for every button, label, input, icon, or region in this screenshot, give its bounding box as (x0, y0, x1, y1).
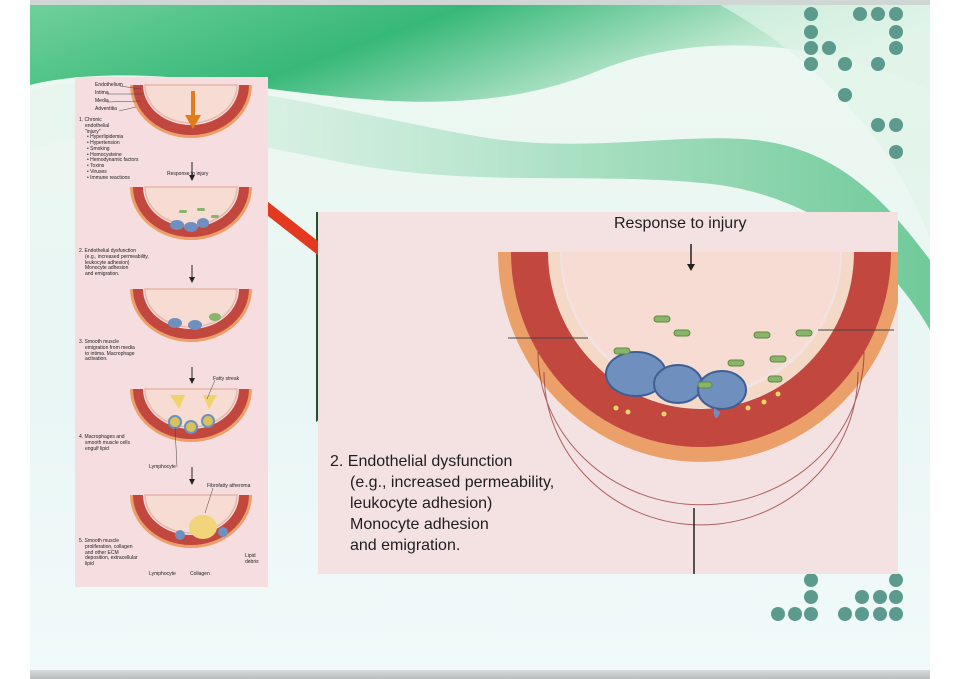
left-white-margin (0, 0, 30, 679)
zoom-step2-text: 2. Endothelial dysfunction (e.g., increa… (330, 451, 554, 556)
step4-text: 4. Macrophages and smooth muscle cells e… (79, 434, 130, 452)
vessel-stage-4 (130, 388, 252, 442)
step2-line: (e.g., increased permeability, (85, 253, 149, 260)
step2-line: 2. Endothelial dysfunction (79, 248, 136, 254)
step2-line: leukocyte adhesion) (85, 259, 130, 266)
connector-arrow-4 (189, 467, 195, 485)
label-lymphocyte-2: Lymphocyte (149, 571, 176, 577)
step3-line: 3. Smooth muscle (79, 339, 120, 345)
label-fatty-streak: Fatty streak (213, 376, 240, 382)
step2-line: leukocyte adhesion) (350, 495, 493, 512)
zoom-figure-panel: Response to injury 2. Endothelial dysfun… (318, 212, 898, 574)
step1-title-line: 1. Chronic (79, 117, 102, 123)
step3-line: emigration from media (85, 344, 135, 351)
left-figure-drawing (106, 84, 252, 548)
zoom-arrow-top (687, 244, 695, 271)
vessel-stage-3 (130, 288, 252, 342)
cause-item: • Immune reactions (87, 174, 130, 181)
lipid-line: debris (245, 558, 259, 565)
step1-title-line: endothelial (85, 122, 110, 129)
label-adventitia: Adventitia (95, 106, 117, 112)
cause-item: • Hyperlipidemia (87, 134, 124, 141)
connector-arrow-2 (189, 265, 195, 283)
step3-line: activation. (85, 356, 108, 363)
step4-line: smooth muscle cells (85, 439, 131, 446)
step2-line: Monocyte adhesion (85, 265, 129, 272)
vessel-stage-2 (130, 186, 252, 240)
step5-line: and other ECM (85, 549, 119, 556)
step5-line: deposition, extracellular (85, 555, 138, 562)
step2-line: 2. Endothelial dysfunction (330, 453, 513, 470)
step4-line: 4. Macrophages and (79, 434, 125, 440)
step2-line: (e.g., increased permeability, (350, 474, 555, 491)
cause-item: • Homocysteine (87, 151, 122, 158)
decorative-dots-top (804, 7, 903, 159)
right-white-margin (930, 0, 960, 679)
step2-line: and emigration. (350, 537, 461, 554)
vessel-stage-1 (130, 84, 252, 138)
step1-text: 1. Chronic endothelial "injury" • Hyperl… (79, 117, 139, 181)
step5-line: 5. Smooth muscle (79, 538, 120, 544)
step3-text: 3. Smooth muscle emigration from media t… (79, 339, 135, 363)
label-response-to-injury-small: Response to injury (167, 171, 209, 177)
step5-line: lipid (85, 561, 94, 567)
cause-item: • Hypertension (87, 140, 120, 146)
cause-item: • Toxins (87, 163, 105, 169)
bottom-bar (30, 670, 930, 679)
step5-text: 5. Smooth muscle proliferation, collagen… (79, 538, 138, 568)
label-fibrofatty-atheroma: Fibrofatty atheroma (207, 483, 251, 489)
label-intima: Intima (95, 90, 109, 96)
decorative-dots-bottom (771, 573, 903, 621)
connector-arrow-1 (189, 162, 195, 181)
cause-item: • Smoking (87, 145, 110, 152)
vessel-stage-5 (130, 494, 252, 548)
cause-item: • Hemodynamic factors (87, 157, 139, 164)
cause-item: • Viruses (87, 168, 107, 175)
label-lipid-debris: Lipid debris (245, 553, 259, 566)
connector-arrow-3 (189, 367, 195, 384)
label-endothelium: Endothelium (95, 82, 123, 88)
step2-line: Monocyte adhesion (350, 516, 489, 533)
top-band (30, 0, 930, 5)
label-media: Media (95, 98, 109, 104)
leader-lines (106, 85, 216, 514)
zoom-vessel-drawing (498, 244, 898, 574)
step1-title-line: "injury" (85, 128, 101, 135)
zoom-response-to-injury: Response to injury (614, 215, 747, 232)
step2-text-small: 2. Endothelial dysfunction (e.g., increa… (79, 248, 149, 278)
label-lymphocyte: Lymphocyte (149, 464, 176, 470)
step3-line: to intima. Macrophage (85, 350, 135, 357)
left-figure-panel: Endothelium Intima Media Adventitia 1. C… (75, 77, 268, 587)
label-collagen: Collagen (190, 571, 210, 577)
step5-line: proliferation, collagen (85, 543, 133, 550)
step4-line: engulf lipid (85, 445, 109, 452)
lipid-line: Lipid (245, 553, 256, 559)
step2-line: and emigration. (85, 271, 120, 277)
